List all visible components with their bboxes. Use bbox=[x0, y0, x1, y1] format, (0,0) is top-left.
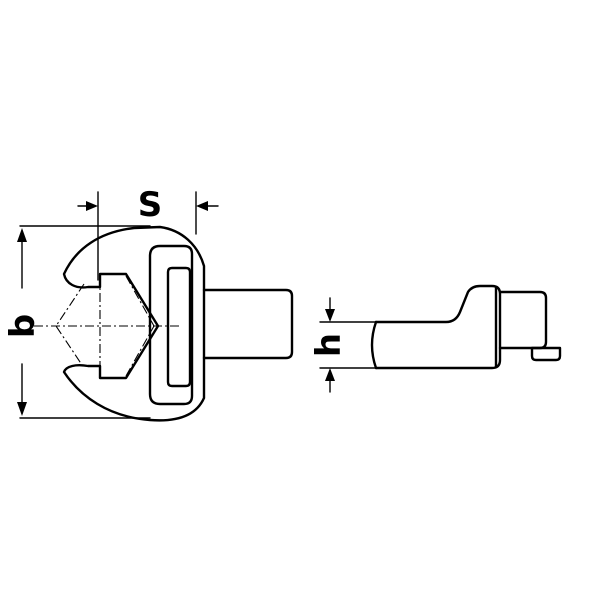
dimension-b-arrow-bottom bbox=[17, 402, 27, 416]
side-view-locking-pin bbox=[530, 346, 562, 362]
side-view-rounded-end bbox=[370, 320, 378, 370]
side-view bbox=[370, 284, 562, 370]
cartridge-outer-contour bbox=[148, 244, 194, 406]
dimension-b-label: b bbox=[3, 314, 43, 338]
dimension-b: b bbox=[3, 225, 151, 419]
dimension-h: h bbox=[309, 297, 377, 393]
dimension-h-label: h bbox=[309, 333, 349, 357]
dimension-h-arrow-top bbox=[325, 309, 335, 322]
square-shank bbox=[202, 288, 294, 360]
dimension-s-arrow-left bbox=[86, 201, 98, 211]
side-view-body-outline bbox=[374, 284, 502, 370]
side-view-drive-square bbox=[498, 290, 548, 350]
cartridge-inner-contour bbox=[166, 266, 192, 388]
hidden-hex-lines bbox=[34, 275, 180, 377]
open-end-head-outline bbox=[62, 225, 206, 422]
dimension-b-arrow-top bbox=[17, 228, 27, 242]
dimension-s-arrow-right bbox=[196, 201, 208, 211]
dimension-s: S bbox=[77, 185, 219, 281]
front-view bbox=[34, 225, 294, 422]
dimension-h-arrow-bottom bbox=[325, 368, 335, 381]
dimension-s-label: S bbox=[138, 185, 163, 225]
